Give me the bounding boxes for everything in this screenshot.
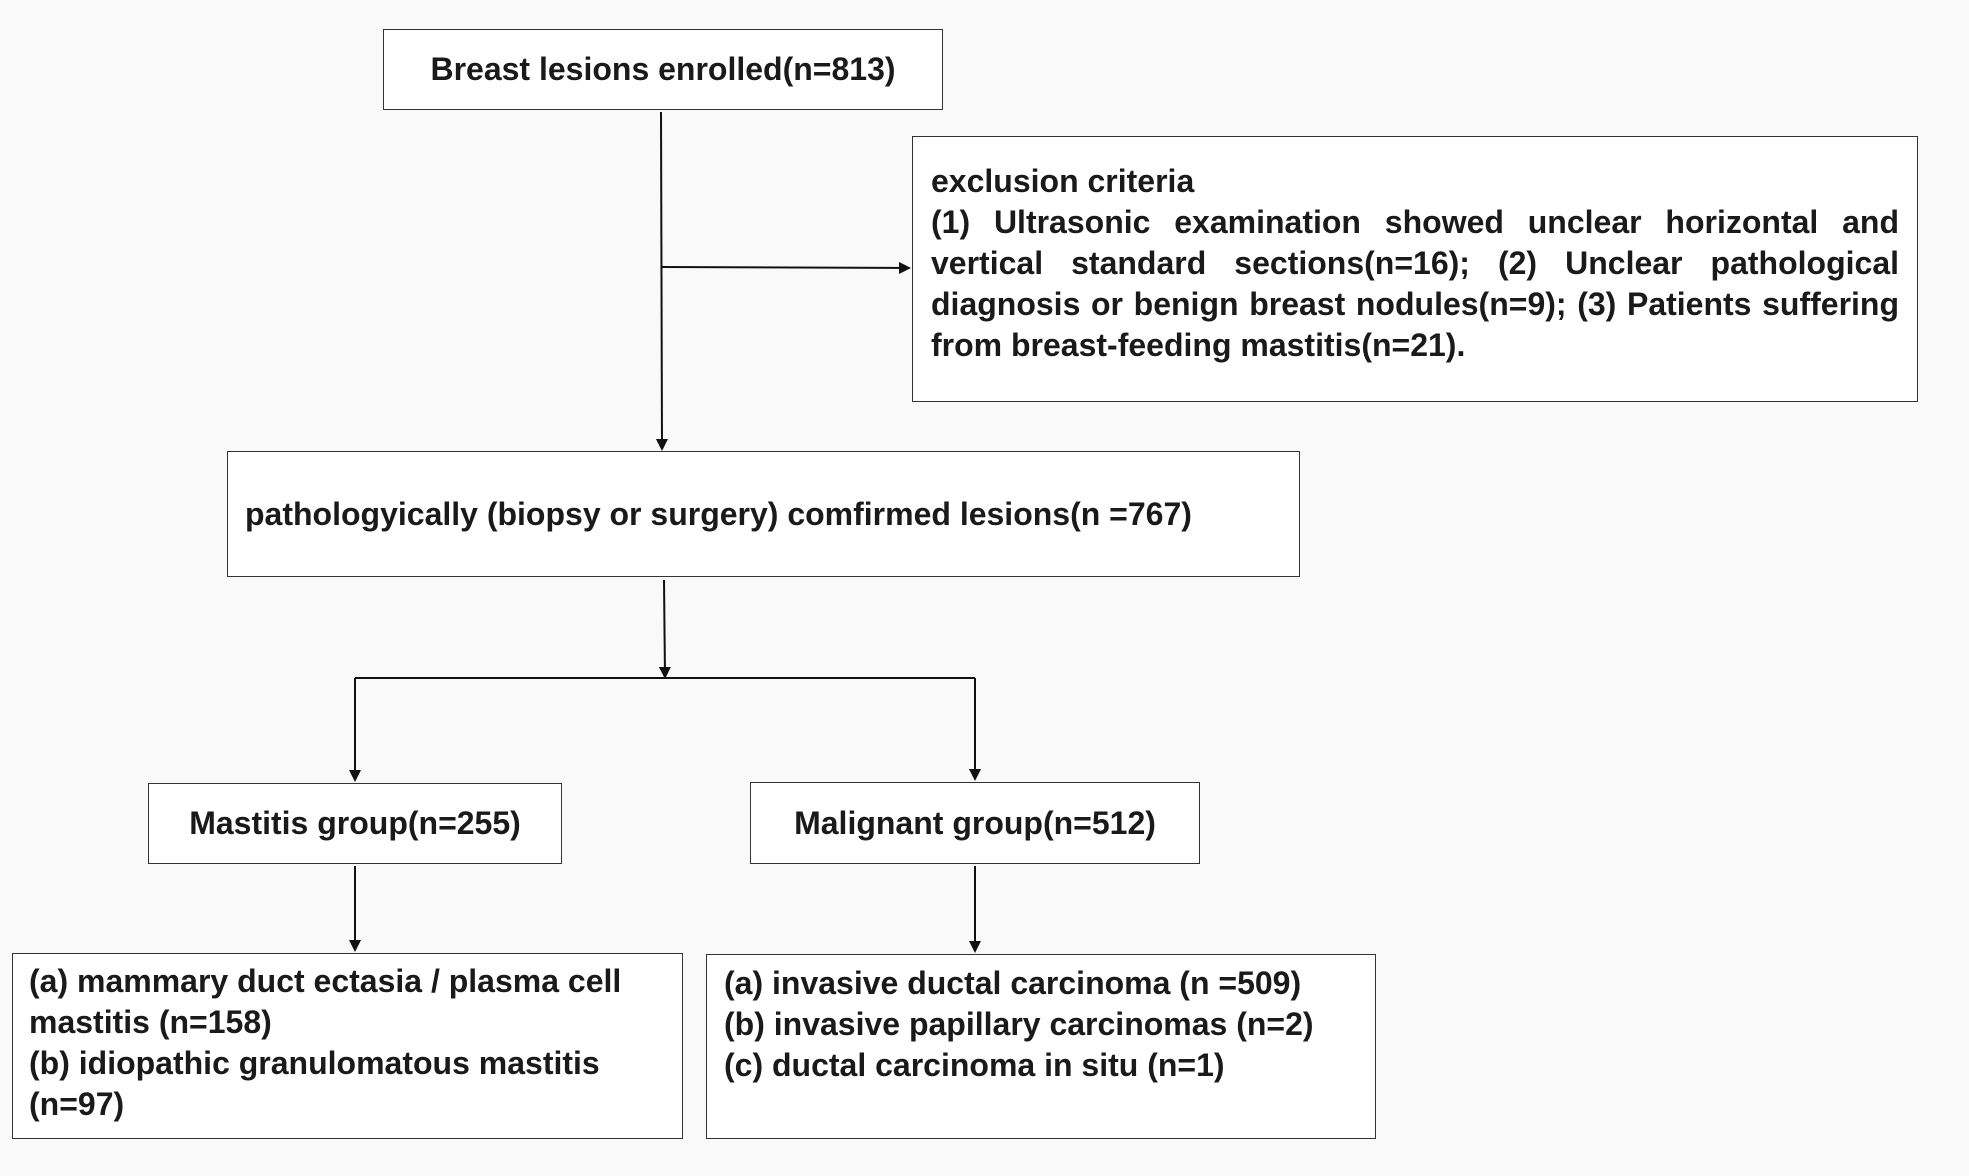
- exclusion-title: exclusion criteria: [931, 163, 1195, 199]
- confirmed-lesions-box: pathologyically (biopsy or surgery) comf…: [227, 451, 1300, 577]
- arrow-to-exclusion: [661, 261, 911, 274]
- enrolled-box: Breast lesions enrolled(n=813): [383, 29, 943, 110]
- malignant-subtype-item: (a) invasive ductal carcinoma (n =509): [724, 965, 1302, 1001]
- malignant-subtype-item: (c) ductal carcinoma in situ (n=1): [724, 1047, 1225, 1083]
- mastitis-subtype-item: (b) idiopathic granulomatous mastitis (n…: [29, 1045, 600, 1122]
- arrow-confirmed-down: [658, 579, 671, 679]
- mastitis-group-label: Mastitis group(n=255): [189, 805, 521, 841]
- malignant-group-label: Malignant group(n=512): [794, 804, 1156, 841]
- exclusion-criteria-box: exclusion criteria (1) Ultrasonic examin…: [912, 136, 1918, 402]
- malignant-subtype-item: (b) invasive papillary carcinomas (n=2): [724, 1006, 1314, 1042]
- mastitis-subtypes-box: (a) mammary duct ectasia / plasma cell m…: [12, 953, 683, 1139]
- malignant-group-box: Malignant group(n=512): [750, 782, 1200, 864]
- mastitis-subtype-item: (a) mammary duct ectasia / plasma cell m…: [29, 963, 622, 1040]
- enrolled-text: Breast lesions enrolled(n=813): [430, 51, 896, 87]
- exclusion-body: (1) Ultrasonic examination showed unclea…: [931, 204, 1899, 363]
- mastitis-group-box: Mastitis group(n=255): [148, 783, 562, 864]
- malignant-subtypes-box: (a) invasive ductal carcinoma (n =509) (…: [706, 954, 1376, 1139]
- arrow-enrolled-to-confirmed: [655, 111, 668, 451]
- confirmed-text: pathologyically (biopsy or surgery) comf…: [245, 495, 1192, 532]
